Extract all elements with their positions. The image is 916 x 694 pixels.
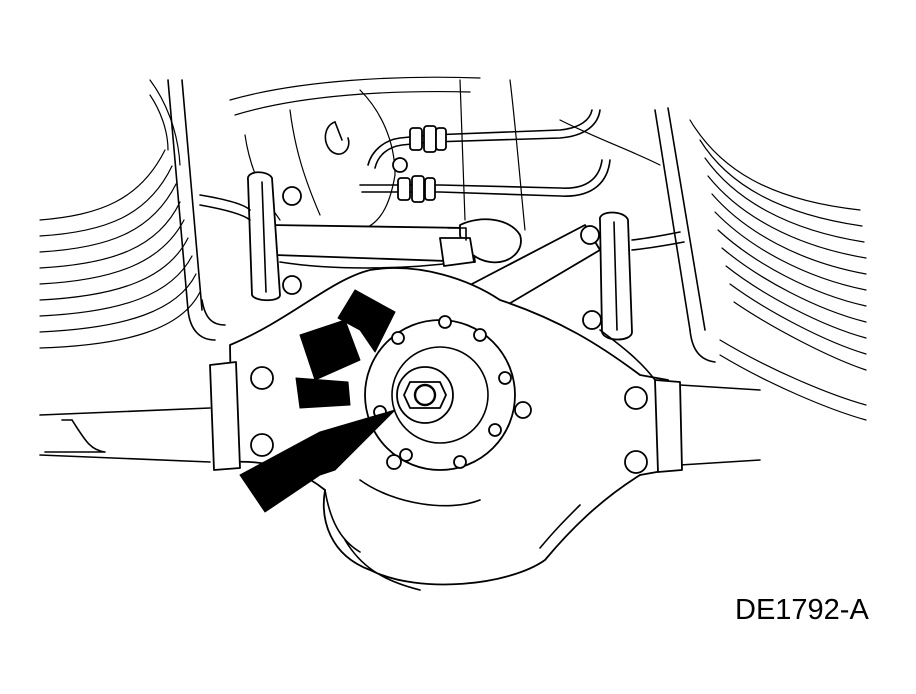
right-frame-rail bbox=[654, 107, 716, 363]
left-leaf-spring bbox=[39, 79, 201, 349]
arrow-up-right-icon bbox=[337, 289, 396, 353]
arrow-right-lower-icon bbox=[295, 377, 351, 409]
pinion-nut bbox=[396, 366, 454, 424]
left-upper-arm bbox=[199, 171, 476, 302]
figure-id-label: DE1792-A bbox=[735, 594, 869, 626]
axle-tubes bbox=[39, 384, 761, 466]
fuel-tank-outline bbox=[229, 76, 661, 231]
brake-lines bbox=[324, 109, 611, 203]
arrow-to-nut-icon bbox=[239, 409, 396, 513]
right-leaf-spring bbox=[689, 119, 867, 421]
arrow-right-upper-icon bbox=[299, 319, 361, 381]
locator-arrows bbox=[239, 289, 396, 513]
left-frame-rail bbox=[167, 79, 226, 341]
